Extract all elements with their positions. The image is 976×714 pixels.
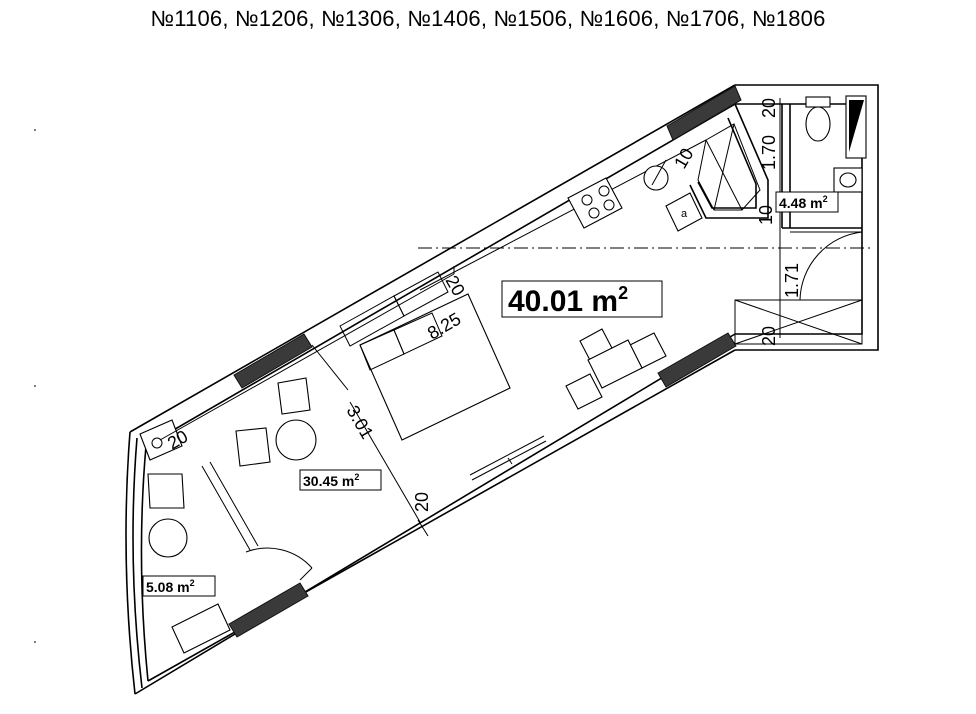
kitchen: a	[419, 139, 707, 291]
svg-text:30.45 m2: 30.45 m2	[303, 472, 359, 489]
dim-20-bath-top: 20	[759, 98, 779, 118]
tv-unit	[469, 435, 547, 481]
round-table-icon	[275, 419, 317, 461]
dim-10-shower: 10	[670, 145, 697, 172]
bed-icon	[359, 293, 511, 441]
area-living-value: 30.45 m	[303, 473, 354, 489]
dining-set	[565, 328, 667, 410]
chair-icon	[565, 373, 603, 410]
kitchen-sink-icon	[643, 159, 669, 191]
dim-20-lower: 20	[412, 492, 432, 512]
armchair-icon	[235, 427, 271, 467]
svg-text:5.08 m2: 5.08 m2	[146, 578, 195, 595]
area-balcony: 5.08 m2	[142, 575, 216, 597]
area-bathroom-value: 4.48 m	[779, 195, 823, 211]
bathroom	[689, 95, 867, 345]
svg-text:4.48 m2: 4.48 m2	[779, 194, 828, 211]
dim-10-bath-wall: 10	[756, 205, 776, 225]
area-balcony-value: 5.08 m	[146, 579, 190, 595]
dim-3-01: 3.01	[343, 402, 378, 442]
area-living: 30.45 m2	[299, 469, 382, 491]
area-total-value: 40.01 m	[508, 285, 618, 318]
round-table-icon	[148, 518, 188, 558]
area-bathroom-sup: 2	[823, 194, 828, 204]
area-living-sup: 2	[354, 472, 359, 482]
dim-1-71: 1.71	[782, 263, 802, 298]
area-bathroom: 4.48 m2	[775, 191, 839, 213]
armchair-icon	[147, 473, 185, 509]
window-upper-right	[666, 85, 742, 141]
wardrobe	[311, 271, 449, 391]
windows	[228, 85, 742, 638]
shower-tray	[697, 123, 761, 211]
cabinet-label: a	[681, 208, 688, 220]
balcony-partition	[201, 461, 313, 581]
svg-text:40.01 m2: 40.01 m2	[508, 283, 628, 318]
sink-icon	[833, 167, 863, 193]
toilet-icon	[805, 96, 831, 142]
desk-icon	[171, 603, 231, 654]
storage-cabinet-icon	[734, 299, 863, 345]
armchair-icon	[277, 377, 311, 415]
kitchen-cabinet-icon: a	[665, 192, 703, 232]
window-upper-middle	[233, 333, 313, 389]
bathtub-icon	[845, 95, 867, 159]
area-balcony-sup: 2	[190, 578, 195, 588]
plan-title: №1106, №1206, №1306, №1406, №1506, №1606…	[150, 6, 826, 31]
area-total: 40.01 m2	[501, 280, 663, 318]
window-lower-left	[228, 582, 309, 638]
dim-1-70: 1.70	[759, 135, 779, 170]
margin-ticks	[34, 129, 36, 643]
living-furniture	[139, 377, 317, 558]
area-total-sup: 2	[618, 283, 628, 303]
stove-icon	[567, 177, 623, 229]
dim-20-right: 20	[759, 326, 779, 346]
dimension-lines	[159, 98, 781, 537]
dining-table-icon	[587, 339, 643, 389]
window-lower-middle	[657, 332, 737, 388]
